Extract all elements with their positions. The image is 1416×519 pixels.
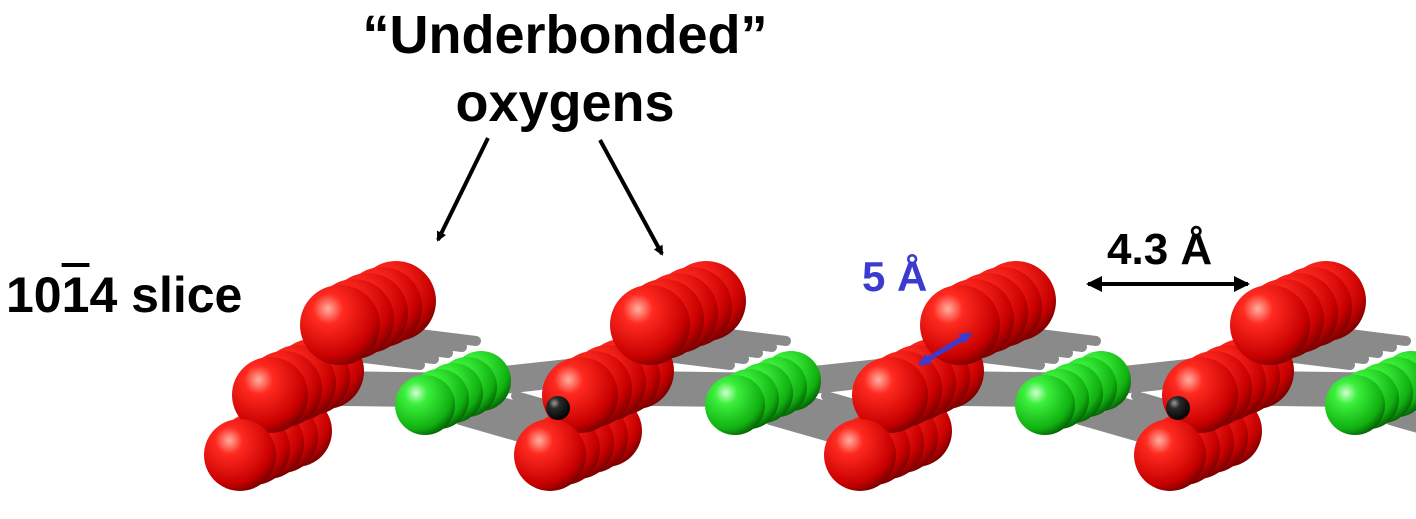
oxygen-atom <box>300 285 380 365</box>
oxygen-atom <box>920 285 1000 365</box>
short-distance-label: 5 Å <box>862 253 928 300</box>
long-distance-label: 4.3 Å <box>1107 225 1213 274</box>
bond <box>765 415 845 445</box>
short-distance-arrow <box>918 331 972 367</box>
title-oxygens: oxygens <box>455 73 675 133</box>
oxygen-atom <box>1230 285 1310 365</box>
oxygen-atom <box>852 357 928 433</box>
oxygen-atom <box>232 357 308 433</box>
slice-label-overbar-digit: 1 <box>61 267 90 323</box>
calcium-atom <box>1015 375 1075 435</box>
oxygen-atom <box>514 419 586 491</box>
slice-label-suffix: 4 slice <box>89 267 243 323</box>
calcium-atom <box>705 375 765 435</box>
pointer-arrow-right <box>598 139 664 256</box>
calcium-atom <box>395 375 455 435</box>
slice-label-prefix: 10 <box>6 267 62 323</box>
calcium-atom <box>1325 375 1385 435</box>
slice-label: 1014 slice <box>6 270 242 320</box>
carbon-atom <box>546 396 570 420</box>
title-underbonded: “Underbonded” <box>362 5 768 65</box>
oxygen-atom <box>204 419 276 491</box>
bond <box>1385 415 1416 433</box>
pointer-arrow-left <box>436 137 490 242</box>
oxygen-atom <box>1134 419 1206 491</box>
atoms-layer <box>204 261 1416 491</box>
carbon-atom <box>1166 396 1190 420</box>
bond <box>1075 415 1155 445</box>
bond <box>455 415 535 445</box>
oxygen-atom <box>610 285 690 365</box>
oxygen-atom <box>824 419 896 491</box>
